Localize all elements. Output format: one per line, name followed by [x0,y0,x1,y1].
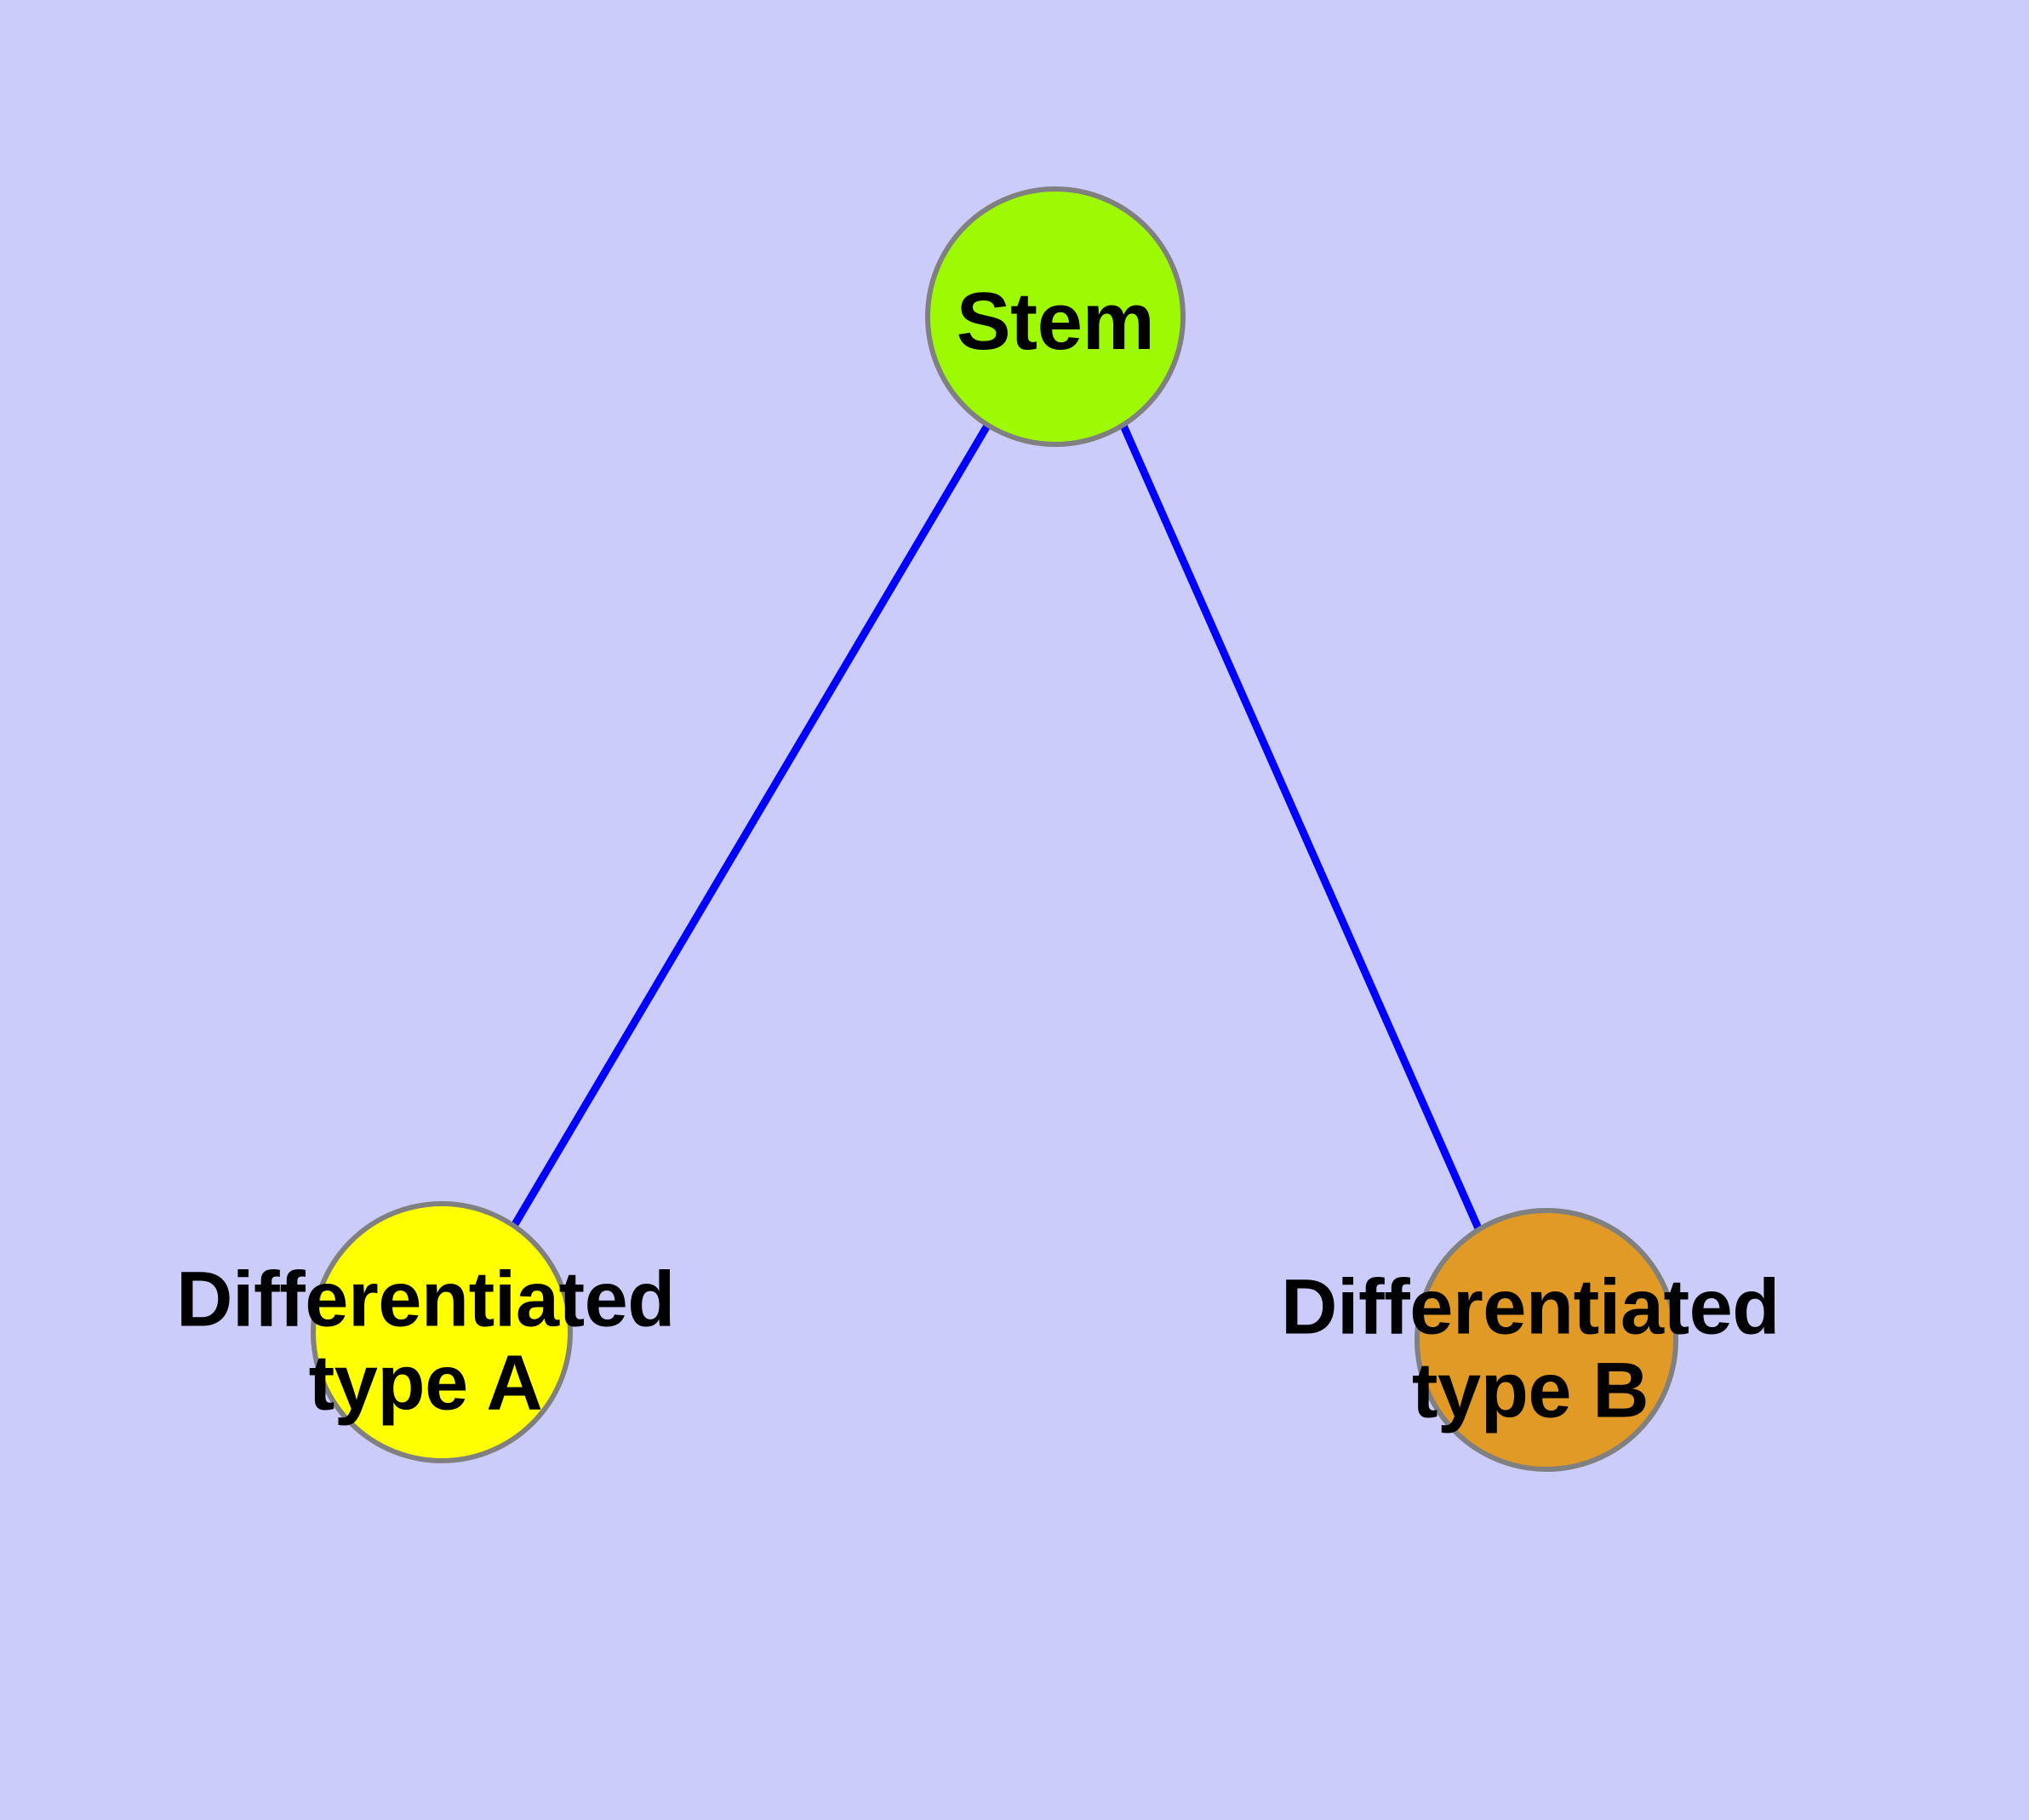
node-layer [311,186,1678,1472]
node-stem[interactable] [925,186,1186,447]
edge-stem-to-differentiated-type-a [511,423,991,1228]
edge-stem-to-differentiated-type-b [1119,424,1483,1230]
node-differentiated-type-a[interactable] [311,1201,573,1463]
node-differentiated-type-b[interactable] [1415,1208,1678,1472]
edge-layer [511,423,1483,1230]
